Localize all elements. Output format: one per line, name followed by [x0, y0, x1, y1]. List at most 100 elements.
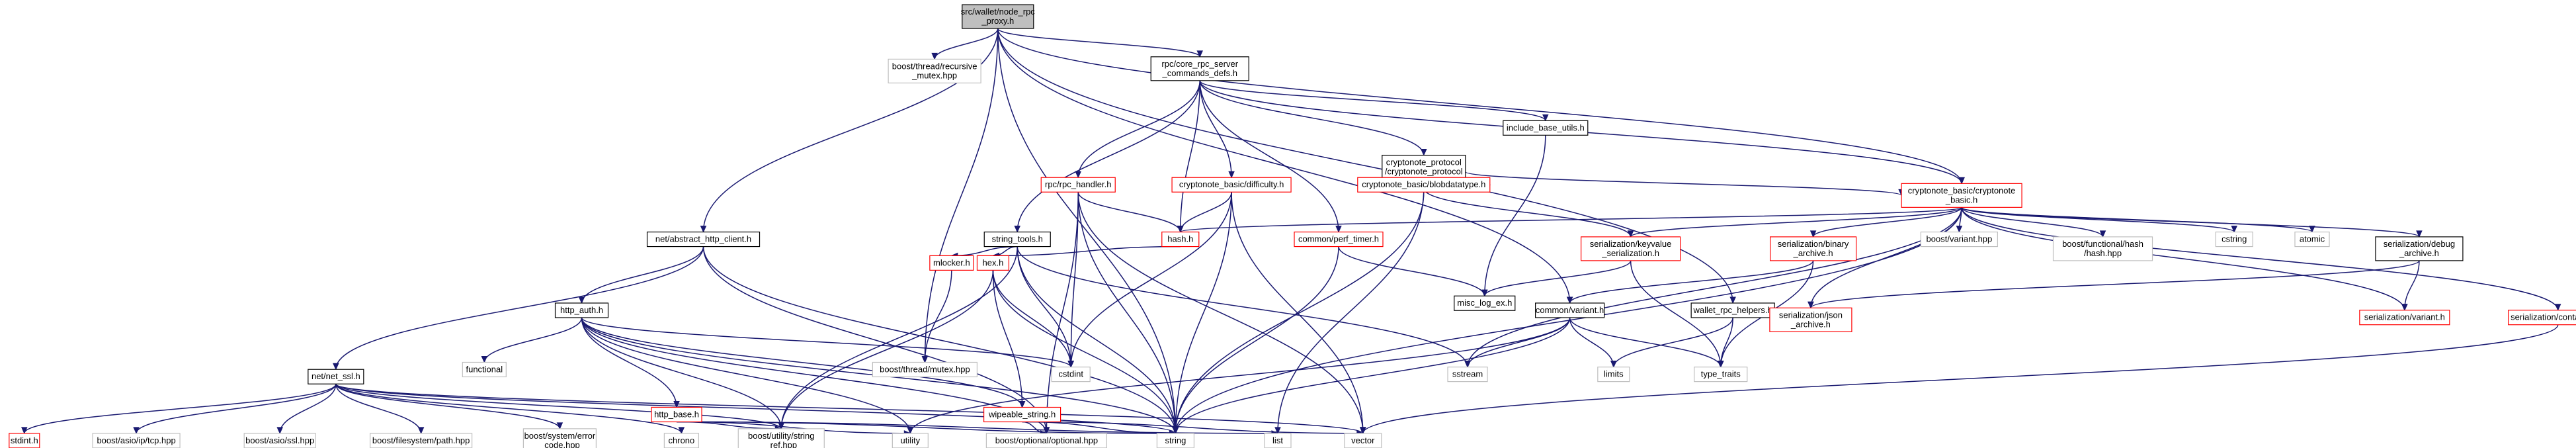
node-label-line: cryptonote_basic/cryptonote [1908, 185, 2016, 195]
edge-string_tools-to-string_ref [780, 246, 1018, 429]
node-box [1051, 367, 1091, 382]
node-box [976, 255, 1010, 271]
node-label-line: type_traits [1701, 369, 1741, 379]
node-label: type_traits [1701, 369, 1741, 379]
node-label: boost/asio/ip/tcp.hpp [97, 435, 175, 445]
node-core-rpc[interactable]: rpc/core_rpc_server_commands_defs.h [1150, 56, 1249, 81]
edge-perf_timer-to-string [1175, 246, 1339, 433]
node-stdint[interactable]: stdint.h [9, 433, 40, 448]
arrowhead-core_rpc-to-string_tools [1014, 226, 1021, 233]
arrowhead-http_auth-to-functional [481, 355, 488, 363]
node-blobdatatype[interactable]: cryptonote_basic/blobdatatype.h [1357, 177, 1491, 193]
edge-string_tools-to-cstdint [1017, 246, 1071, 367]
arrowhead-http_auth-to-optional [1043, 427, 1050, 435]
node-rpc-handler[interactable]: rpc/rpc_handler.h [1040, 177, 1116, 193]
node-cstring: cstring [2215, 231, 2253, 247]
node-label: wipeable_string.h [988, 410, 1056, 420]
edge-root-to-common_variant [997, 28, 1571, 303]
node-label: limits [1604, 369, 1624, 379]
node-wallet-rpc-helpers[interactable]: wallet_rpc_helpers.h [1690, 302, 1775, 318]
node-include-base-utils[interactable]: include_base_utils.h [1503, 120, 1589, 136]
edge-http_auth-to-functional [483, 317, 583, 363]
arrowhead-net_ssl-to-asio_ssl [276, 427, 283, 435]
node-label-line: boost/functional/hash [2062, 239, 2143, 249]
node-root[interactable]: src/wallet/node_rpc_proxy.h [961, 4, 1035, 29]
arrowhead-wallet_rpc_helpers-to-type_traits [1717, 361, 1724, 368]
node-box [962, 4, 1034, 29]
edge-cn_basic-to-binary_archive [1812, 206, 1962, 238]
node-misc-log-ex[interactable]: misc_log_ex.h [1454, 295, 1516, 311]
arrowhead-http_auth-to-http_base [673, 401, 680, 408]
edge-root-to-cn_basic [997, 28, 1962, 184]
node-box [2508, 310, 2576, 326]
node-label: serialization/keyvalue_serialization.h [1590, 239, 1672, 258]
node-label-line: boost/filesystem/path.hpp [372, 435, 470, 445]
node-debug-archive[interactable]: serialization/debug_archive.h [2375, 236, 2464, 261]
node-box [1597, 367, 1630, 382]
node-perf-timer[interactable]: common/perf_timer.h [1294, 231, 1384, 247]
node-box [929, 255, 974, 271]
node-label-line: _archive.h [1790, 319, 1831, 329]
edge-hex-to-string_ref [780, 270, 994, 429]
node-label-line: boost/thread/recursive [892, 61, 977, 71]
node-binary-archive[interactable]: serialization/binary_archive.h [1770, 236, 1857, 261]
node-label: boost/optional/optional.hpp [995, 435, 1098, 445]
node-box [1040, 177, 1116, 193]
node-box [1171, 177, 1292, 193]
node-box [1454, 295, 1516, 311]
node-http-base[interactable]: http_base.h [651, 406, 702, 423]
node-net-ssl[interactable]: net/net_ssl.h [308, 369, 364, 384]
edge-string_tools-to-string [1017, 246, 1177, 433]
node-box [1357, 177, 1491, 193]
graph-arrowheads [21, 50, 2561, 437]
edge-rpc_handler-to-hash [1077, 192, 1181, 232]
node-label-line: _proxy.h [981, 16, 1014, 26]
node-hash[interactable]: hash.h [1161, 231, 1200, 247]
node-mutex-recursive: boost/thread/recursive_mutex.hpp [888, 58, 981, 84]
edge-net_ssl-to-stdint [24, 383, 337, 434]
arrowhead-abstract_http-to-http_auth [578, 296, 585, 304]
arrowhead-net_ssl-to-string [1172, 427, 1179, 435]
arrowhead-root-to-abstract_http [700, 226, 707, 233]
node-mlocker[interactable]: mlocker.h [929, 255, 974, 271]
node-label: rpc/core_rpc_server_commands_defs.h [1161, 59, 1238, 78]
node-label-line: limits [1604, 369, 1624, 379]
node-ser-variant[interactable]: serialization/variant.h [2359, 310, 2450, 326]
node-label-line: cstring [2222, 234, 2247, 244]
node-hex[interactable]: hex.h [976, 255, 1010, 271]
node-cn-basic[interactable]: cryptonote_basic/cryptonote_basic.h [1901, 183, 2022, 208]
edge-string_tools-to-sstream [1017, 246, 1468, 367]
edge-core_rpc-to-difficulty [1199, 80, 1232, 178]
arrowhead-core_rpc-to-rpc_handler [1075, 171, 1082, 179]
node-string-ref: boost/utility/string_ref.hpp [737, 428, 825, 448]
node-label-line: serialization/containers.h [2511, 312, 2576, 322]
node-wipeable-string[interactable]: wipeable_string.h [983, 406, 1061, 423]
edge-core_rpc-to-rpc_handler [1077, 80, 1200, 178]
node-json-archive[interactable]: serialization/json_archive.h [1769, 307, 1852, 332]
edge-cn_protocol-to-list [1277, 188, 1425, 433]
node-label-line: /hash.hpp [2084, 248, 2122, 258]
node-kv-serialization[interactable]: serialization/keyvalue_serialization.h [1581, 236, 1681, 261]
arrowhead-core_rpc-to-cn_protocol [1421, 149, 1427, 156]
edge-cn_basic-to-ser_variant [1961, 207, 2405, 310]
edge-abstract_http-to-http_auth [581, 246, 704, 304]
node-difficulty[interactable]: cryptonote_basic/difficulty.h [1171, 177, 1292, 193]
node-label: src/wallet/node_rpc_proxy.h [961, 7, 1035, 26]
edge-blobdatatype-to-string [1175, 192, 1425, 433]
node-box [888, 58, 981, 84]
node-label: common/variant.h [1536, 305, 1604, 315]
node-containers[interactable]: serialization/containers.h [2508, 310, 2576, 326]
arrowhead-debug_archive-to-ser_variant [2401, 304, 2408, 311]
edge-net_ssl-to-fs_path [335, 384, 422, 433]
node-label-line: _archive.h [2399, 248, 2439, 258]
node-label: serialization/debug_archive.h [2384, 239, 2455, 258]
node-string: string [1156, 433, 1195, 448]
node-box [1769, 307, 1852, 332]
node-abstract-http[interactable]: net/abstract_http_client.h [646, 231, 761, 247]
node-common-variant[interactable]: common/variant.h [1535, 302, 1605, 318]
node-http-auth[interactable]: http_auth.h [554, 302, 609, 318]
node-box [462, 361, 507, 378]
edge-rpc_handler-to-optional [1046, 192, 1079, 433]
node-label-line: _code.hpp [539, 440, 580, 448]
node-string-tools[interactable]: string_tools.h [983, 231, 1051, 247]
